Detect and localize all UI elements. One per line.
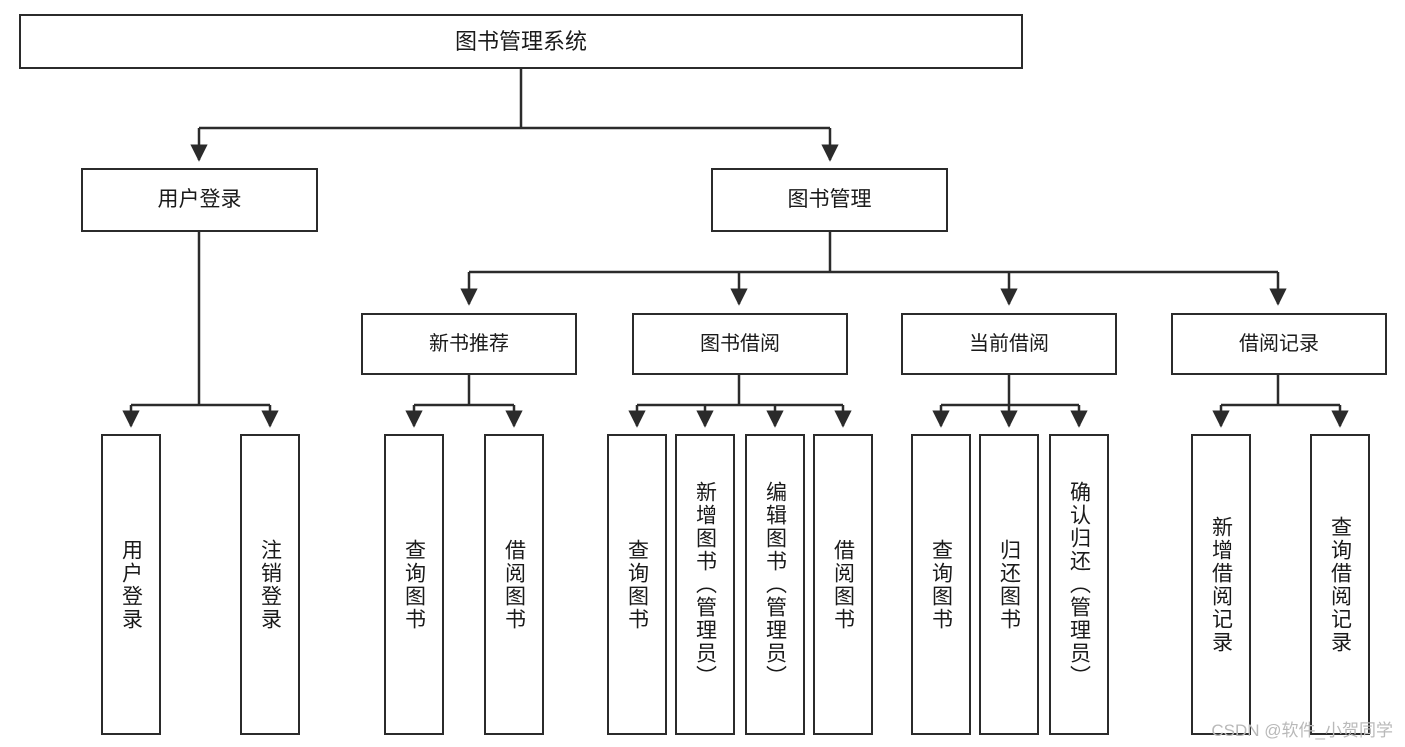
node-label: 用户登录: [119, 538, 143, 631]
leaf-book-borrow-edit-book-admin[interactable]: 编辑图书（管理员）: [745, 434, 805, 735]
node-label: 借阅记录: [1239, 332, 1319, 355]
node-label: 归还图书: [997, 538, 1021, 631]
leaf-book-borrow-borrow-book[interactable]: 借阅图书: [813, 434, 873, 735]
node-root-book-management-system[interactable]: 图书管理系统: [19, 14, 1023, 69]
node-new-book-recommend[interactable]: 新书推荐: [361, 313, 577, 375]
node-book-management[interactable]: 图书管理: [711, 168, 948, 232]
node-label: 注销登录: [258, 538, 282, 631]
node-label: 查询图书: [625, 538, 649, 631]
node-borrow-record[interactable]: 借阅记录: [1171, 313, 1387, 375]
leaf-borrow-record-query-record[interactable]: 查询借阅记录: [1310, 434, 1370, 735]
leaf-borrow-record-add-record[interactable]: 新增借阅记录: [1191, 434, 1251, 735]
node-label: 查询借阅记录: [1328, 515, 1352, 654]
leaf-new-book-borrow-book[interactable]: 借阅图书: [484, 434, 544, 735]
node-label: 查询图书: [929, 538, 953, 631]
node-label: 图书管理系统: [454, 28, 587, 54]
node-label: 查询图书: [402, 538, 426, 631]
node-label: 当前借阅: [969, 332, 1049, 355]
node-label: 借阅图书: [831, 538, 855, 631]
node-label: 图书借阅: [700, 332, 780, 355]
node-label: 新增图书（管理员）: [693, 481, 717, 688]
leaf-book-borrow-query-book[interactable]: 查询图书: [607, 434, 667, 735]
node-label: 图书管理: [787, 187, 872, 211]
node-label: 新增借阅记录: [1209, 515, 1233, 654]
leaf-current-borrow-confirm-return-admin[interactable]: 确认归还（管理员）: [1049, 434, 1109, 735]
node-label: 新书推荐: [429, 332, 509, 355]
leaf-current-borrow-return-book[interactable]: 归还图书: [979, 434, 1039, 735]
leaf-user-login[interactable]: 用户登录: [101, 434, 161, 735]
node-user-login[interactable]: 用户登录: [81, 168, 318, 232]
node-label: 编辑图书（管理员）: [763, 481, 787, 688]
leaf-current-borrow-query-book[interactable]: 查询图书: [911, 434, 971, 735]
leaf-book-borrow-add-book-admin[interactable]: 新增图书（管理员）: [675, 434, 735, 735]
node-book-borrow[interactable]: 图书借阅: [632, 313, 848, 375]
node-label: 借阅图书: [502, 538, 526, 631]
node-label: 确认归还（管理员）: [1067, 481, 1091, 688]
leaf-logout[interactable]: 注销登录: [240, 434, 300, 735]
node-label: 用户登录: [157, 187, 242, 211]
leaf-new-book-query-book[interactable]: 查询图书: [384, 434, 444, 735]
node-current-borrow[interactable]: 当前借阅: [901, 313, 1117, 375]
